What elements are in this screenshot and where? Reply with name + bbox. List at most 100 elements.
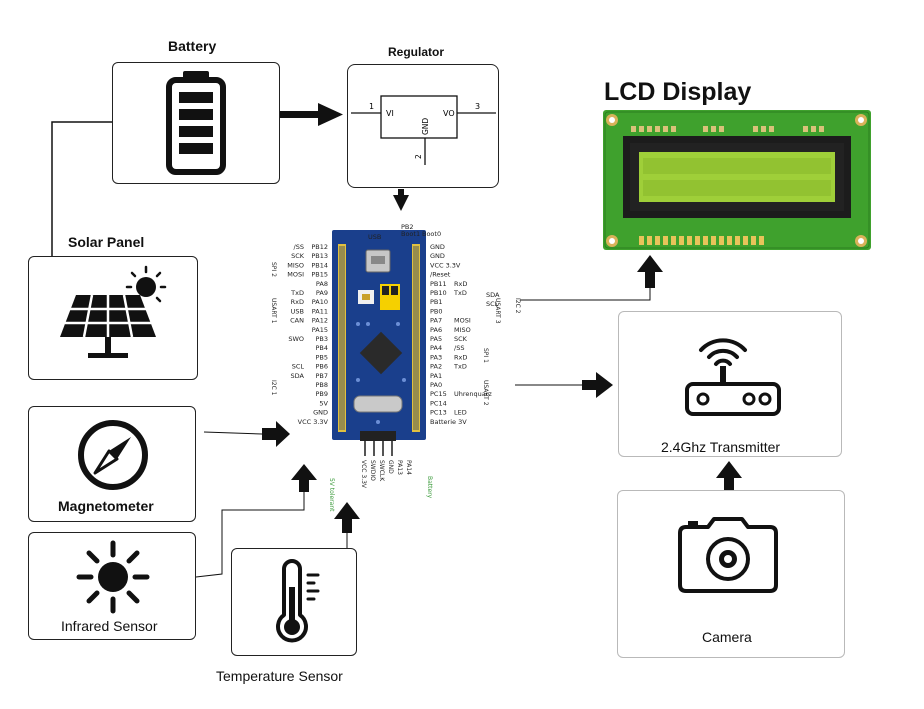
board-bottom-pin: SWDIO	[369, 460, 376, 481]
board-left-pin: PB8	[315, 381, 328, 389]
regulator-gnd: GND	[421, 118, 430, 135]
board-left-func: SWO	[288, 335, 304, 343]
board-left-pin: GND	[313, 409, 328, 417]
board-right-func: RxD	[454, 280, 467, 288]
transmitter-box: 2.4Ghz Transmitter	[618, 311, 842, 457]
transmitter-label: 2.4Ghz Transmitter	[661, 439, 781, 455]
board-right-pin: PC14	[430, 399, 447, 407]
arrow-board-to-lcd	[637, 255, 663, 288]
board-right-pin: PB1	[430, 298, 443, 306]
board-right-func: MISO	[454, 326, 471, 334]
arrow-battery-to-regulator	[280, 103, 343, 126]
board-bottom-extra: PA13	[396, 460, 403, 475]
board-left-pin: PB14	[311, 261, 328, 269]
board-usb-label: USB	[368, 233, 381, 241]
board-right-pin: PC15	[430, 390, 447, 398]
board-left-pin: PB12	[311, 243, 328, 251]
board-right-pin: PB11	[430, 280, 447, 288]
lcd-module-image	[603, 110, 871, 250]
arrow-magnetometer-to-board	[262, 421, 290, 447]
board-group-usart1: USART 1	[270, 298, 277, 324]
magnetometer-label: Magnetometer	[58, 498, 154, 514]
board-left-func: MISO	[287, 261, 304, 269]
board-bus-scl: SCL	[486, 300, 499, 308]
board-left-pin: PA11	[312, 307, 328, 315]
board-right-func: TxD	[453, 363, 467, 371]
regulator-schematic-icon: 1 3 VI VO GND 2	[351, 95, 496, 165]
board-right-pin: PB0	[430, 307, 443, 315]
wifi-router-icon	[685, 338, 781, 416]
board-left-func: /SS	[294, 243, 304, 251]
board-group-i2c2: I2C 2	[514, 298, 521, 314]
regulator-vo: VO	[443, 109, 455, 118]
regulator-title: Regulator	[388, 45, 445, 59]
board-group-i2c1: I2C 1	[270, 380, 277, 396]
board-left-func: CAN	[290, 317, 304, 325]
board-bottom-pin: VCC 3.3V	[360, 460, 367, 489]
arrow-infrared-to-board	[291, 464, 317, 492]
battery-title: Battery	[168, 38, 217, 54]
battery-icon	[166, 71, 226, 175]
board-left-func: RxD	[291, 298, 304, 306]
board-right-pin: VCC 3.3V	[430, 261, 461, 269]
regulator-box: 1 3 VI VO GND 2	[347, 64, 499, 188]
board-right-pin: /Reset	[430, 271, 451, 279]
regulator-pin2: 2	[414, 154, 423, 159]
board-side-left-label: 5V tolerant	[328, 478, 335, 512]
board-right-pin: PA2	[430, 363, 442, 371]
magnetometer-box: Magnetometer	[28, 406, 196, 522]
arrow-temperature-to-board	[334, 502, 360, 533]
board-left-pin: PB4	[315, 344, 328, 352]
board-right-pin: Batterie 3V	[430, 418, 467, 426]
stm32-board-figure: USB PB2 Boot1 Boot0 5V tolerant Battery …	[258, 220, 521, 512]
board-left-pin: PB5	[315, 353, 328, 361]
board-group-spi2: SPI 2	[270, 262, 277, 277]
board-left-pin: PA8	[316, 280, 328, 288]
board-boot1-label: Boot1	[401, 230, 420, 238]
board-right-pin: PA3	[430, 353, 442, 361]
board-left-pin: PB9	[315, 390, 328, 398]
board-left-pin: PB15	[311, 271, 328, 279]
board-bottom-pin: GND	[387, 460, 394, 474]
board-bus-sda: SDA	[486, 291, 500, 299]
board-left-pin: PA10	[312, 298, 328, 306]
board-right-pin: PA7	[430, 317, 442, 325]
board-group-usart3: USART 3	[494, 298, 501, 324]
solar-box	[28, 256, 198, 380]
solar-title: Solar Panel	[68, 234, 145, 250]
board-bottom-pin: SWCLK	[378, 460, 385, 482]
board-right-pin: PC13	[430, 409, 447, 417]
board-left-func: SCL	[292, 363, 305, 371]
lcd-title: LCD Display	[604, 78, 752, 106]
infrared-box: Infrared Sensor	[28, 532, 196, 640]
board-left-pin: PB13	[311, 252, 328, 260]
board-right-pin: PB10	[430, 289, 447, 297]
camera-box: Camera	[617, 490, 845, 658]
board-left-func: MOSI	[287, 271, 304, 279]
compass-icon	[78, 420, 148, 490]
board-left-pin: PA15	[312, 326, 328, 334]
regulator-pin1: 1	[369, 102, 374, 111]
board-left-pin: VCC 3.3V	[298, 418, 329, 426]
board-left-pin: PB3	[315, 335, 328, 343]
arrow-board-to-transmitter	[582, 372, 613, 398]
board-left-func: SCK	[291, 252, 305, 260]
regulator-vi: VI	[386, 109, 394, 118]
board-right-pin: PA4	[430, 344, 442, 352]
camera-label: Camera	[702, 629, 752, 645]
board-left-pin: 5V	[319, 399, 328, 407]
arrow-regulator-to-board	[393, 189, 409, 211]
board-right-pin: PA6	[430, 326, 442, 334]
board-left-pin: PA9	[316, 289, 328, 297]
board-left-pin: PA12	[312, 317, 328, 325]
board-right-func: RxD	[454, 353, 467, 361]
board-right-pin: PA0	[430, 381, 442, 389]
stm32-blue-pill-board-image: USB PB2 Boot1 Boot0 5V tolerant Battery …	[270, 223, 521, 512]
board-left-pin: PB6	[315, 363, 328, 371]
board-group-spi1: SPI 1	[482, 348, 489, 363]
regulator-pin3: 3	[475, 102, 480, 111]
board-right-func: TxD	[453, 289, 467, 297]
board-left-func: USB	[291, 307, 304, 315]
board-right-pin: GND	[430, 243, 445, 251]
board-boot0-label: Boot0	[422, 230, 441, 238]
